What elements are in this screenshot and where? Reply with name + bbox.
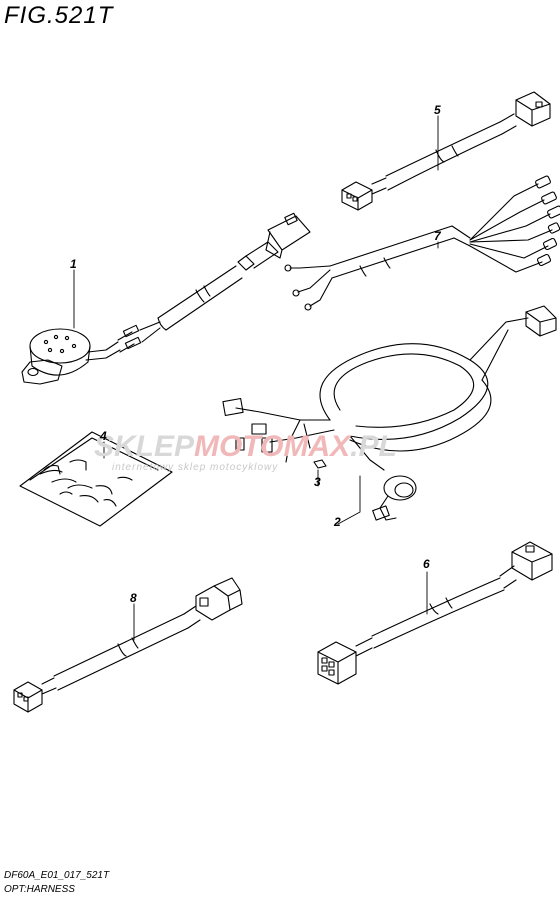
- figure-code: DF60A_E01_017_521T: [4, 870, 110, 881]
- part-ref-1: 1: [70, 257, 77, 271]
- watermark-brand: SKLEPMOTOMAX.PL: [94, 430, 397, 463]
- extension-harness-part-5: [341, 91, 551, 211]
- watermark-tagline: internetowy sklep motocyklowy: [112, 462, 278, 473]
- part-ref-5: 5: [434, 103, 441, 117]
- part-ref-3: 3: [314, 475, 321, 489]
- part-ref-7: 7: [434, 229, 442, 243]
- coupler-harness-part-6: [317, 541, 553, 685]
- coupler-harness-part-8: [13, 577, 243, 713]
- part-ref-8: 8: [130, 591, 137, 605]
- parts-bag-part-4: [19, 431, 173, 527]
- buzzer-harness-part: [21, 212, 311, 385]
- lead-wire-harness-part-7: [284, 175, 560, 311]
- leader-lines: [73, 115, 439, 641]
- reference-numbers: 1 2 3 4 5 6 7 8: [70, 103, 442, 605]
- figure-name: OPT:HARNESS: [4, 884, 75, 895]
- fuse-clip-part-3: [313, 459, 327, 469]
- part-ref-6: 6: [423, 557, 430, 571]
- watermark: SKLEPMOTOMAX.PL internetowy sklep motocy…: [94, 430, 397, 473]
- main-harness-part-2: [222, 305, 557, 521]
- part-ref-4: 4: [99, 429, 107, 443]
- figure-title: FIG.521T: [4, 2, 114, 29]
- part-ref-2: 2: [333, 515, 341, 529]
